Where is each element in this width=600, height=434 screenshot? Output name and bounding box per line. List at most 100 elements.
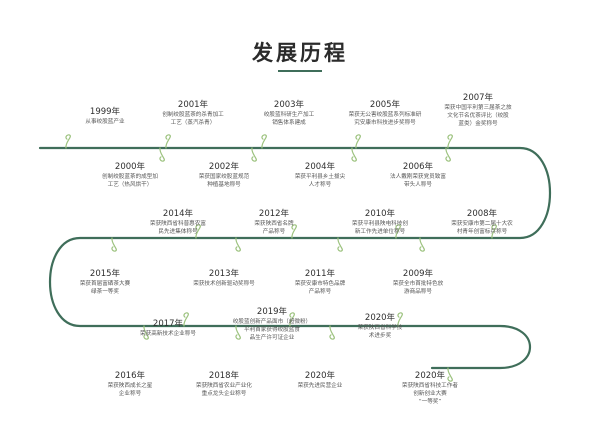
event-year: 2000年 bbox=[114, 162, 146, 172]
timeline-line bbox=[38, 146, 552, 370]
event-description: 从事绞股蓝产业 bbox=[85, 118, 124, 126]
event-description-line: 平利首家获得绞股蓝食 bbox=[244, 327, 300, 334]
event-description-line: 创制绞股蓝茶的杀青加工 bbox=[162, 112, 224, 118]
event-description: 创制绞股蓝茶的成型加工艺（热风烘干） bbox=[102, 173, 158, 189]
event-description-line: 荣获技术创新驱动奖称号 bbox=[193, 281, 255, 287]
event-description-line: “一等奖” bbox=[418, 399, 442, 406]
curl-marker bbox=[261, 134, 267, 149]
event-description-line: 荣获平利县陕电科技创 bbox=[352, 221, 408, 227]
event-description-line: 荣获国家绞股蓝规范 bbox=[198, 174, 250, 180]
event-description-line: 究安康市科技进步奖称号 bbox=[354, 120, 416, 127]
event-description: 荣获陕西省农业产业化重点龙头企业称号 bbox=[196, 382, 252, 398]
event-year: 1999年 bbox=[89, 107, 121, 117]
event-description-line: 绞股蓝科研生产加工 bbox=[263, 112, 315, 118]
event-description-line: 种植基地称号 bbox=[207, 182, 241, 189]
event-year: 2011年 bbox=[304, 269, 336, 279]
curl-marker bbox=[351, 147, 357, 162]
event-description-line: 蓝类）金奖称号 bbox=[458, 121, 498, 128]
event-description-line: 荣获平利县乡土拔尖 bbox=[294, 174, 346, 180]
event-description: 荣获技术创新驱动奖称号 bbox=[193, 280, 255, 288]
timeline-event: 2020年荣获陕西省科技工作者创新创业大赛“一等奖” bbox=[402, 371, 458, 407]
event-description-line: 荣获陕西省农业产业化 bbox=[196, 383, 252, 389]
event-description-line: 荣获无公害绞股蓝系列标准研 bbox=[348, 112, 422, 118]
event-description: 荣获陕西成长之星企业称号 bbox=[108, 382, 153, 398]
curl-marker bbox=[195, 224, 201, 239]
curl-marker bbox=[419, 237, 425, 252]
event-description-line: 荣获陕西省科学技 bbox=[357, 325, 403, 331]
event-description-line: 荣获陕西成长之星 bbox=[107, 383, 153, 389]
event-description-line: 企业称号 bbox=[118, 391, 142, 398]
event-description: 荣获中国平利第三届茶之旅文化节名优茶评比（绞股蓝类）金奖称号 bbox=[444, 104, 511, 129]
event-description-line: 荣获首届富硒茶大赛 bbox=[79, 281, 131, 287]
timeline-event: 2020年荣获陕西省科学技术进步奖 bbox=[358, 313, 403, 340]
curl-marker bbox=[445, 147, 451, 162]
event-year: 2007年 bbox=[462, 93, 494, 103]
curl-marker bbox=[251, 147, 257, 162]
event-description-line: 法人戴刚荣获党员致富 bbox=[390, 174, 446, 180]
event-description: 荣获陕西省名牌产品称号 bbox=[254, 220, 293, 236]
curl-marker bbox=[235, 237, 241, 252]
event-description-line: 从事绞股蓝产业 bbox=[85, 119, 125, 125]
curl-marker bbox=[329, 325, 335, 340]
timeline-event: 2015年荣获首届富硒茶大赛绿茶一等奖 bbox=[80, 269, 130, 296]
timeline-event: 2014年荣获陕西省科普惠农富民先进集体称号 bbox=[150, 209, 206, 236]
event-description-line: 绿茶一等奖 bbox=[91, 289, 119, 296]
event-description-line: 荣获陕西省科技工作者 bbox=[402, 383, 458, 389]
curl-marker bbox=[491, 224, 497, 239]
event-year: 2013年 bbox=[208, 269, 240, 279]
event-description: 荣获首届富硒茶大赛绿茶一等奖 bbox=[80, 280, 130, 296]
curl-marker bbox=[397, 312, 403, 327]
event-description-line: 创制绞股蓝茶的成型加 bbox=[102, 174, 158, 180]
event-year: 2014年 bbox=[162, 209, 194, 219]
timeline-event: 2009年荣获全市首批特色放游商品称号 bbox=[393, 269, 443, 296]
event-year: 2016年 bbox=[114, 371, 146, 381]
event-year: 2015年 bbox=[89, 269, 121, 279]
curl-marker bbox=[235, 325, 241, 340]
timeline-event: 2004年荣获平利县乡土拔尖人才称号 bbox=[295, 162, 345, 189]
timeline-event: 2002年荣获国家绞股蓝规范种植基地称号 bbox=[199, 162, 249, 189]
curl-marker bbox=[65, 134, 71, 149]
event-description-line: 荣获安康市特色品牌 bbox=[294, 281, 346, 287]
event-description: 荣获安康市特色品牌产品称号 bbox=[295, 280, 345, 296]
event-year: 2005年 bbox=[369, 100, 401, 110]
event-description-line: 术进步奖 bbox=[368, 333, 392, 340]
event-description-line: 创新创业大赛 bbox=[413, 391, 447, 398]
timeline-event: 2001年创制绞股蓝茶的杀青加工工艺（蒸汽杀青） bbox=[162, 100, 224, 127]
timeline-event: 1999年从事绞股蓝产业 bbox=[85, 107, 124, 126]
curl-marker bbox=[447, 367, 453, 382]
event-year: 2017年 bbox=[152, 319, 184, 329]
event-year: 2010年 bbox=[364, 209, 396, 219]
event-year: 2006年 bbox=[402, 162, 434, 172]
event-description-line: 产品称号 bbox=[308, 289, 332, 296]
timeline-event: 2013年荣获技术创新驱动奖称号 bbox=[193, 269, 255, 288]
event-description-line: 文化节名优茶评比（绞股 bbox=[447, 113, 509, 120]
event-description-line: 荣获高新技术企业称号 bbox=[140, 331, 196, 337]
event-year: 2018年 bbox=[208, 371, 240, 381]
curl-marker bbox=[159, 147, 165, 162]
event-description-line: 新工作先进单位称号 bbox=[354, 229, 406, 236]
timeline-event: 2011年荣获安康市特色品牌产品称号 bbox=[295, 269, 345, 296]
event-description-line: 绞股蓝创新产品面市（超微粉） bbox=[232, 319, 312, 325]
event-year: 2020年 bbox=[364, 313, 396, 323]
curl-markers bbox=[65, 134, 497, 382]
event-description: 绞股蓝科研生产加工销售体系建成 bbox=[264, 111, 314, 127]
timeline-event: 2005年荣获无公害绞股蓝系列标准研究安康市科技进步奖称号 bbox=[349, 100, 422, 127]
event-description-line: 荣获安康市第二届十大农 bbox=[451, 221, 513, 227]
timeline-event: 2000年创制绞股蓝茶的成型加工艺（热风烘干） bbox=[102, 162, 158, 189]
event-description: 荣获陕西省科技工作者创新创业大赛“一等奖” bbox=[402, 382, 458, 407]
event-year: 2001年 bbox=[177, 100, 209, 110]
curl-marker bbox=[447, 134, 453, 149]
timeline-event: 2003年绞股蓝科研生产加工销售体系建成 bbox=[264, 100, 314, 127]
timeline-event: 2019年绞股蓝创新产品面市（超微粉）平利首家获得绞股蓝食品生产许可证企业 bbox=[233, 307, 311, 343]
timeline-event: 2020年荣获先进民营企业 bbox=[298, 371, 343, 390]
event-description-line: 荣获陕西省名牌 bbox=[254, 221, 294, 227]
event-description: 荣获无公害绞股蓝系列标准研究安康市科技进步奖称号 bbox=[349, 111, 422, 127]
timeline-event: 2010年荣获平利县陕电科技创新工作先进单位称号 bbox=[352, 209, 408, 236]
event-description: 荣获平利县陕电科技创新工作先进单位称号 bbox=[352, 220, 408, 236]
event-description-line: 产品称号 bbox=[262, 229, 286, 236]
curl-marker bbox=[111, 237, 117, 252]
event-year: 2020年 bbox=[304, 371, 336, 381]
curl-marker bbox=[355, 134, 361, 149]
